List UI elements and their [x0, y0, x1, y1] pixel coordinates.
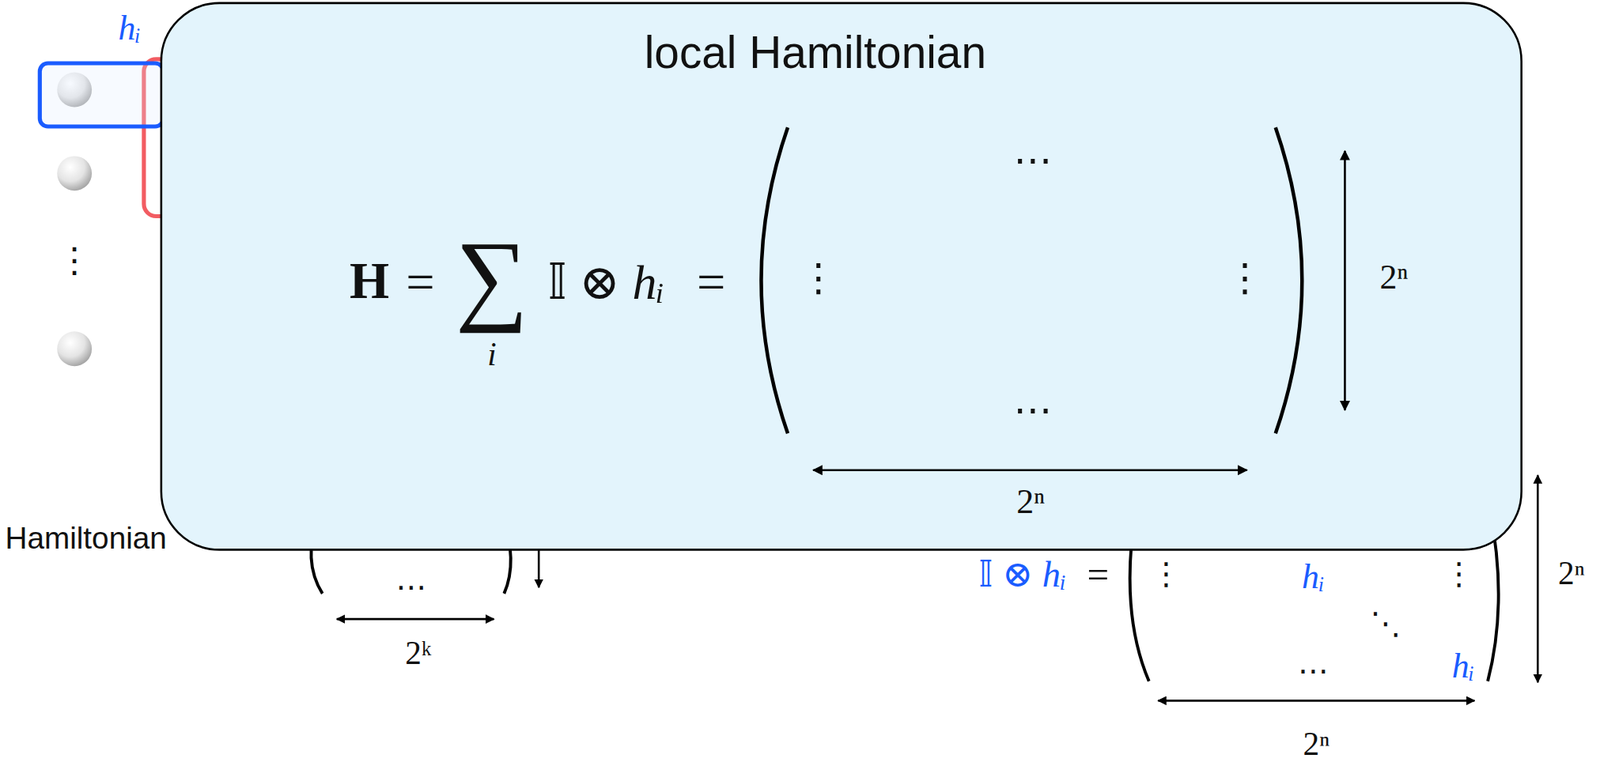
equals-sign: = [696, 257, 726, 309]
matrix-ellipsis: … [1297, 647, 1329, 679]
qubit-box: hᵢ [37, 60, 166, 129]
dimension-label: 2ⁿ [1380, 260, 1409, 296]
equals-sign: = [1086, 555, 1109, 594]
operator-symbol: H [349, 255, 390, 307]
local-hamiltonian-panel: local HamiltonianH = ∑ i 𝕀 ⊗ hᵢ = [160, 2, 1523, 552]
dimension-arrow [336, 618, 495, 621]
term-expression: 𝕀 ⊗ hᵢ [978, 556, 1067, 593]
dimension-arrow [1157, 699, 1475, 703]
panel-title: local Hamiltonian [644, 30, 987, 76]
matrix-block: hᵢ [1301, 559, 1325, 595]
dimension-label: 2ⁿ [1558, 556, 1585, 590]
matrix-block: hᵢ [1452, 649, 1476, 685]
term-label: hᵢ [117, 11, 141, 46]
matrix-ellipsis: ⋱ [1370, 608, 1402, 640]
dimension-label: 2ⁿ [1303, 727, 1331, 761]
section-label: Hamiltonian [4, 523, 167, 555]
term-expression: 𝕀 ⊗ hᵢ [547, 257, 665, 307]
matrix-ellipsis: ⋯ [1013, 140, 1052, 180]
qubit-sphere [56, 155, 92, 191]
equals-sign: = [405, 257, 435, 309]
sum-symbol: ∑ [455, 226, 529, 329]
qubit-sphere [56, 331, 92, 367]
matrix-ellipsis: … [396, 563, 428, 595]
dimension-arrow [1536, 475, 1540, 683]
dimension-label: 2ᵏ [404, 636, 432, 670]
matrix-ellipsis: ⋮ [1225, 257, 1265, 297]
matrix-ellipsis: ⋮ [798, 257, 838, 297]
matrix-ellipsis: ⋯ [1013, 390, 1052, 430]
sum-index: i [487, 337, 496, 371]
matrix-ellipsis: ⋮ [1150, 559, 1182, 591]
dimension-label: 2ⁿ [1016, 484, 1045, 520]
ellipsis: ⋮ [56, 242, 92, 278]
matrix-ellipsis: ⋮ [1444, 559, 1476, 591]
